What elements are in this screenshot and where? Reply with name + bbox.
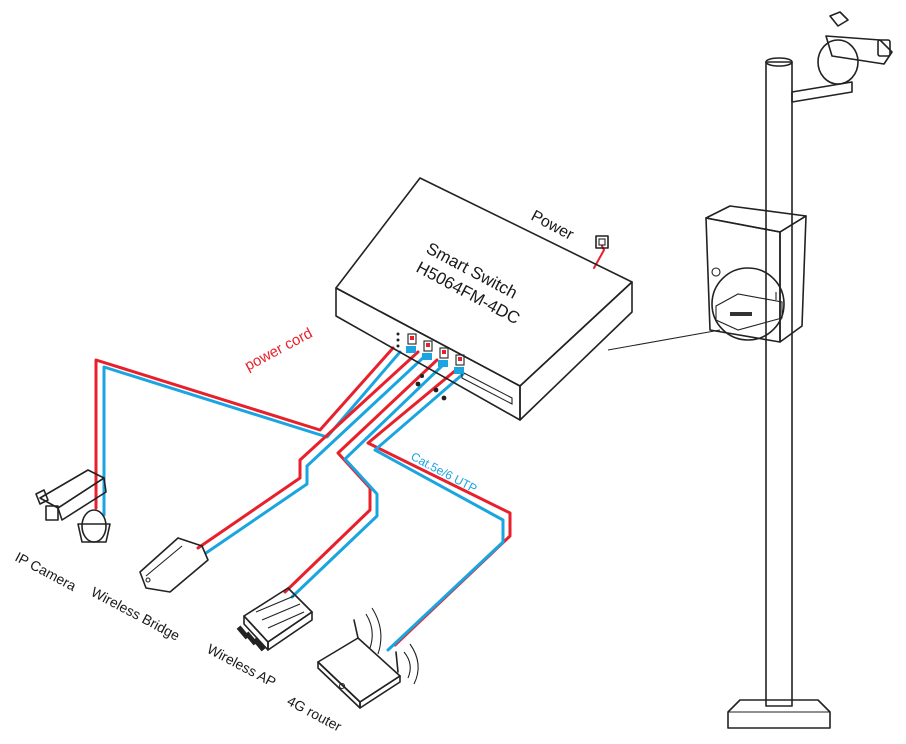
smart-switch: Smart Switch H5064FM-4DC: [335, 177, 633, 421]
cable-camera-data: [102, 350, 402, 517]
label-4g-router: 4G router: [285, 693, 345, 735]
cable-router-data: [373, 372, 505, 652]
pole-assembly: [607, 11, 893, 729]
cable-ap-data: [290, 362, 446, 599]
cable-bridge-data: [204, 354, 427, 555]
label-ip-camera: IP Camera: [13, 549, 80, 595]
ip-camera-icon: [35, 469, 111, 543]
wireless-bridge-icon: [139, 537, 209, 593]
cable-camera-power: [94, 346, 395, 510]
switch-ports: [396, 332, 465, 401]
cable-bridge-power: [196, 350, 420, 550]
wireless-ap-icon: [236, 587, 313, 652]
power-cord-label: power cord: [242, 325, 315, 375]
router-icon: [317, 607, 419, 709]
power-socket-icon: [595, 235, 609, 249]
power-label: Power: [528, 208, 577, 245]
cables: [94, 245, 605, 652]
equipment-cabinet: [705, 205, 807, 343]
pole-camera-icon: [817, 11, 893, 85]
